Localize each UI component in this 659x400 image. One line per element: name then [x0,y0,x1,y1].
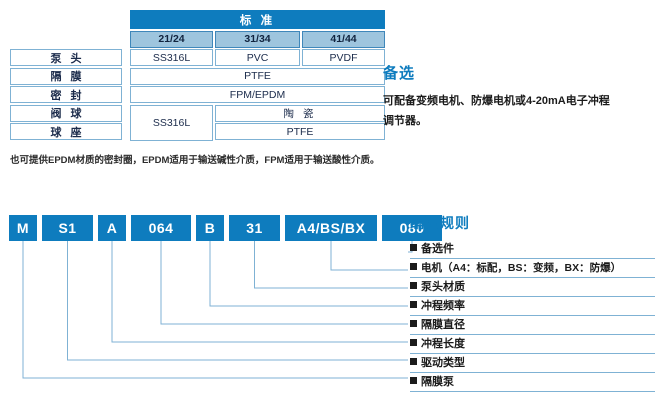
table-row: 密 封 FPM/EPDM [10,86,385,105]
cell-valve-ball-ceramic: 陶 瓷 [215,104,385,122]
code-box-7[interactable]: 080 [382,215,442,241]
spec-table-subheader-row: 21/24 31/34 41/44 [10,30,385,50]
option-title: 备选 [383,65,416,82]
cell-pump-head-3134: PVC [215,49,300,66]
list-item: 隔膜泵 [410,373,655,392]
list-item-label: 泵头材质 [421,281,465,293]
code-box-4[interactable]: B [196,215,224,241]
list-item-label: 冲程频率 [421,300,465,312]
list-item: 电机（A4：标配，BS：变频，BX：防爆） [410,259,655,278]
bullet-square-icon [410,263,417,270]
option-description: 可配备变频电机、防爆电机或4-20mA电子冲程调节器。 [383,95,610,127]
list-item-label: 隔膜直径 [421,319,465,331]
coding-rule-title: 编码规则 [410,215,470,231]
subheader-31-34: 31/34 [215,30,300,48]
list-item-label: 备选件 [421,243,454,255]
spec-table: 标 准 21/24 31/34 41/44 泵 头 SS316L PVC PVD… [10,10,385,142]
code-box-5[interactable]: 31 [229,215,280,241]
code-box-2[interactable]: A [98,215,126,241]
connector-line [67,241,408,361]
table-row: 泵 头 SS316L PVC PVDF [10,49,385,68]
bullet-square-icon [410,320,417,327]
coding-rule-list: 备选件电机（A4：标配，BS：变频，BX：防爆） 泵头材质冲程频率隔膜直径冲程长度… [410,240,655,392]
spec-table-header-standard: 标 准 [130,10,385,29]
list-item: 备选件 [410,240,655,259]
row-label-pump-head: 泵 头 [10,49,122,66]
cell-pump-head-4144: PVDF [302,49,385,66]
connector-line [330,241,408,271]
valve-right-column: 陶 瓷 PTFE [215,104,385,143]
spec-table-footnote: 也可提供EPDM材质的密封圈，EPDM适用于输送碱性介质，FPM适用于输送酸性介… [10,155,380,166]
list-item-label: 驱动类型 [421,357,465,369]
cell-seal-all: FPM/EPDM [130,86,385,103]
list-item: 隔膜直径 [410,316,655,335]
option-block: 备选 可配备变频电机、防爆电机或4-20mA电子冲程调节器。 [383,62,653,131]
table-row: 隔 膜 PTFE [10,67,385,87]
code-box-3[interactable]: 064 [131,215,191,241]
cell-ball-seat-ptfe: PTFE [215,123,385,140]
list-item: 泵头材质 [410,278,655,297]
bullet-square-icon [410,244,417,251]
list-item: 冲程长度 [410,335,655,354]
connector-line [111,241,408,343]
connector-line [160,241,408,325]
row-label-seal: 密 封 [10,86,122,103]
table-row-group-valve: 阀 球 球 座 SS316L 陶 瓷 PTFE [10,104,385,143]
cell-valve-ss316l: SS316L [130,104,213,141]
bullet-square-icon [410,339,417,346]
connector-line [22,241,408,379]
code-box-6[interactable]: A4/BS/BX [285,215,377,241]
list-item: 冲程频率 [410,297,655,316]
coding-rule-block: 编码规则 备选件电机（A4：标配，BS：变频，BX：防爆） 泵头材质冲程频率隔膜直… [410,213,655,392]
cell-diaphragm-all: PTFE [130,67,385,85]
valve-labels-column: 阀 球 球 座 [10,104,122,143]
code-box-0[interactable]: M [9,215,37,241]
row-label-valve-ball: 阀 球 [10,104,122,122]
connector-line [209,241,408,307]
connector-line [254,241,408,289]
subheader-spacer [10,30,122,48]
cell-pump-head-2124: SS316L [130,49,213,66]
bullet-square-icon [410,282,417,289]
connector-lines [22,241,413,379]
list-item-label: 隔膜泵 [421,376,454,388]
row-label-diaphragm: 隔 膜 [10,67,122,85]
code-box-1[interactable]: S1 [42,215,93,241]
row-label-ball-seat: 球 座 [10,123,122,140]
list-item: 驱动类型 [410,354,655,373]
subheader-41-44: 41/44 [302,30,385,48]
bullet-square-icon [410,377,417,384]
bullet-square-icon [410,358,417,365]
list-item-label: 冲程长度 [421,338,465,350]
subheader-21-24: 21/24 [130,30,213,48]
list-item-label: 电机（A4：标配，BS：变频，BX：防爆） [421,262,622,274]
bullet-square-icon [410,301,417,308]
